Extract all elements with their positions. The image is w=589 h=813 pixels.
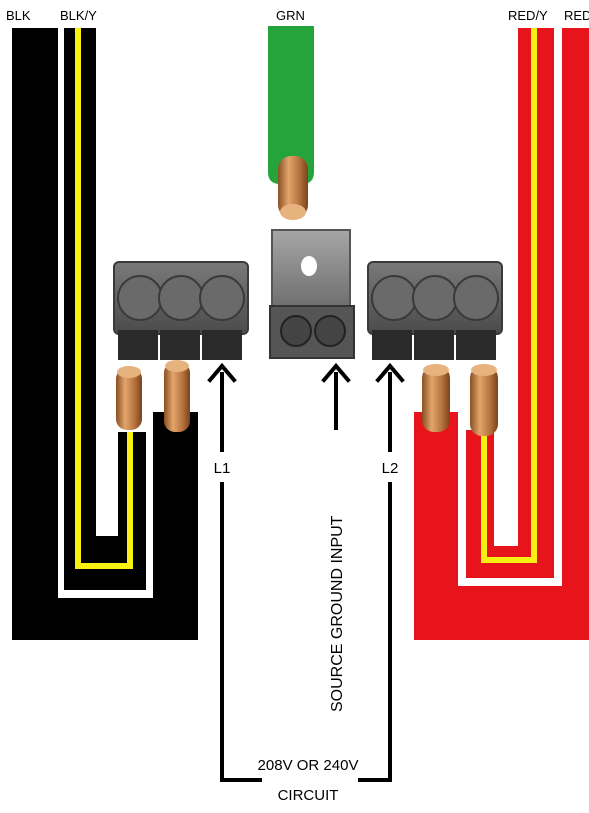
label-grn: GRN <box>276 8 305 23</box>
ground-lug <box>269 229 355 359</box>
right-red-cable <box>414 28 589 640</box>
terminal-port <box>372 330 412 360</box>
copper-strand <box>470 366 498 436</box>
terminal-screw <box>371 275 417 321</box>
green-copper-conductor <box>278 156 308 218</box>
copper-strand-end <box>423 364 449 376</box>
left-copper-conductors <box>116 360 190 432</box>
terminal-port <box>160 330 200 360</box>
terminal-port <box>118 330 158 360</box>
yellow-stripe-right <box>481 28 537 563</box>
left-black-cable <box>12 28 198 640</box>
copper-strand-end <box>471 364 497 376</box>
l1-line <box>220 482 262 782</box>
l2-line <box>358 482 392 782</box>
yellow-stripe-left <box>75 28 133 569</box>
terminal-port <box>414 330 454 360</box>
copper-strand <box>116 368 142 430</box>
terminal-labels: L1 L2 SOURCE GROUND INPUT <box>214 460 399 712</box>
left-terminal-block <box>113 261 249 360</box>
black-yellow-wire <box>64 28 146 590</box>
terminal-port <box>456 330 496 360</box>
circuit-labels: 208V OR 240V CIRCUIT <box>258 757 359 804</box>
copper-strand-end <box>165 360 189 372</box>
terminal-screw <box>412 275 458 321</box>
green-ground-wire <box>268 26 314 220</box>
terminal-screw <box>117 275 163 321</box>
label-red-y: RED/Y <box>508 8 548 23</box>
circuit-lines <box>220 372 392 782</box>
copper-strand-end <box>280 204 306 220</box>
right-copper-conductors <box>422 364 498 436</box>
terminal-port <box>202 330 242 360</box>
ground-lug-port <box>314 315 346 347</box>
label-red: RED <box>564 8 589 23</box>
label-source-ground-input: SOURCE GROUND INPUT <box>329 515 346 712</box>
l1-arrowhead <box>207 362 237 383</box>
terminal-screw <box>158 275 204 321</box>
label-blk-y: BLK/Y <box>60 8 97 23</box>
ground-lug-hole <box>301 256 317 276</box>
label-l2: L2 <box>382 460 399 477</box>
wire-labels: BLK BLK/Y GRN RED/Y RED <box>6 8 589 23</box>
label-blk: BLK <box>6 8 31 23</box>
copper-strand <box>422 366 450 432</box>
ground-lug-port <box>280 315 312 347</box>
label-voltage: 208V OR 240V <box>258 757 359 774</box>
terminal-screw <box>199 275 245 321</box>
label-l1: L1 <box>214 460 231 477</box>
copper-strand-end <box>117 366 141 378</box>
copper-strand <box>164 362 190 432</box>
terminal-screw <box>453 275 499 321</box>
label-circuit: CIRCUIT <box>278 787 339 804</box>
l2-arrowhead <box>375 362 405 383</box>
black-jacket <box>12 28 198 640</box>
arrowheads <box>207 362 405 383</box>
red-jacket <box>414 28 589 640</box>
ground-lug-plate <box>271 229 351 309</box>
green-insulation <box>268 26 314 184</box>
ground-arrowhead <box>321 362 351 383</box>
right-terminal-block <box>367 261 503 360</box>
